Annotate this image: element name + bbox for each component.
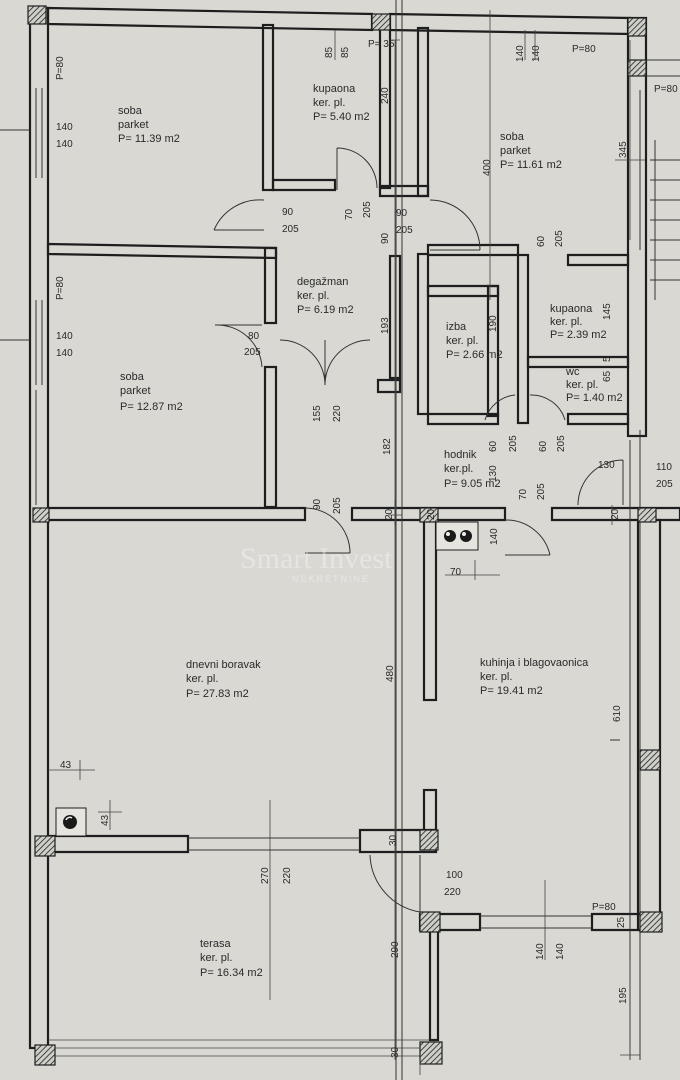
dimension-labels: P=80 140 140 P=80 140 140 85 85 P= 35 14… <box>55 39 678 1058</box>
dim-label: 190 <box>488 315 499 332</box>
stove <box>435 521 479 551</box>
dim-label: 155 <box>312 405 323 422</box>
dim-label: 43 <box>100 814 111 826</box>
dim-label: 20 <box>610 508 621 520</box>
room-label-dnevni: dnevni boravak ker. pl. P= 27.83 m2 <box>186 659 264 700</box>
room-label-kuhinja: kuhinja i blagovaonica ker. pl. P= 19.41… <box>480 657 591 697</box>
room-label-degazman: degažman ker. pl. P= 6.19 m2 <box>297 276 354 316</box>
dim-label: 110 <box>656 462 672 473</box>
dim-label: 205 <box>282 224 299 235</box>
watermark-main: Smart Invest <box>240 542 393 575</box>
dim-label: 205 <box>244 347 261 358</box>
dim-label: 5 <box>602 356 613 362</box>
dim-label: 25 <box>616 916 627 928</box>
room-label-soba3: soba parket P= 12.87 m2 <box>120 371 183 413</box>
room-label-soba2: soba parket P= 11.61 m2 <box>500 131 562 171</box>
dim-label: 130 <box>488 465 499 482</box>
dim-label: 610 <box>612 705 623 722</box>
dim-label: 90 <box>312 498 323 510</box>
dim-label: 205 <box>536 483 547 500</box>
room-label-soba1: soba parket P= 11.39 m2 <box>118 105 180 145</box>
dim-label: 100 <box>446 870 463 881</box>
dim-label: 30 <box>388 834 399 846</box>
dim-label: 182 <box>382 438 393 455</box>
dim-label: 140 <box>56 348 73 359</box>
fireplace <box>55 807 87 837</box>
walls <box>28 6 680 1057</box>
dim-label: 70 <box>344 208 355 220</box>
dim-label: P=80 <box>572 44 596 55</box>
dim-label: 140 <box>531 45 542 62</box>
dim-label: 90 <box>396 208 408 219</box>
dim-label: 240 <box>380 87 391 104</box>
dim-label: 205 <box>508 435 519 452</box>
room-label-izba: izba ker. pl. P= 2.66 m2 <box>446 321 503 361</box>
dim-label: 30 <box>390 1046 401 1058</box>
room-label-wc: wc ker. pl. P= 1.40 m2 <box>565 366 623 404</box>
dim-label: 80 <box>248 331 260 342</box>
dim-label: 270 <box>260 867 271 884</box>
dim-label: 140 <box>555 943 566 960</box>
dim-label: 205 <box>396 225 413 236</box>
dim-label: P=80 <box>592 902 616 913</box>
room-label-terasa: terasa ker. pl. P= 16.34 m2 <box>200 938 263 979</box>
dim-label: 205 <box>656 479 673 490</box>
dim-label: 140 <box>56 331 73 342</box>
dim-label: 205 <box>362 201 373 218</box>
dim-label: 345 <box>618 141 629 158</box>
dim-label: 140 <box>489 528 500 545</box>
dim-label: 90 <box>282 207 294 218</box>
doors <box>213 147 624 913</box>
room-label-kupaona1: kupaona ker. pl. P= 5.40 m2 <box>313 83 370 123</box>
dim-label: 60 <box>488 440 499 452</box>
dim-label: 220 <box>444 887 461 898</box>
dim-label: 70 <box>518 488 529 500</box>
dim-label: 205 <box>332 497 343 514</box>
dim-label: 130 <box>598 460 615 471</box>
dim-label: 205 <box>554 230 565 247</box>
dim-label: 65 <box>602 370 613 382</box>
dimension-lines <box>48 10 645 1075</box>
columns <box>27 5 663 1066</box>
dim-label: 140 <box>515 45 526 62</box>
dim-label: 140 <box>56 122 73 133</box>
dim-label: P=80 <box>55 276 66 300</box>
dim-label: 145 <box>602 303 613 320</box>
dim-label: 140 <box>56 139 73 150</box>
dim-label: 193 <box>380 317 391 334</box>
dim-label: 20 <box>384 508 395 520</box>
dim-label: 20 <box>426 508 437 520</box>
dim-label: 220 <box>332 405 343 422</box>
dim-label: 90 <box>380 232 391 244</box>
dim-label: 480 <box>385 665 396 682</box>
dim-label: 43 <box>60 760 72 771</box>
dim-label: P=80 <box>55 56 66 80</box>
dim-label: 85 <box>324 46 335 58</box>
dim-label: 60 <box>536 235 547 247</box>
watermark: Smart Invest NEKRETNINE <box>240 542 393 584</box>
room-labels: soba parket P= 11.39 m2 kupaona ker. pl.… <box>118 83 623 979</box>
dim-label: 220 <box>282 867 293 884</box>
dim-label: P=80 <box>654 84 678 95</box>
dim-label: 400 <box>482 159 493 176</box>
dim-label: 60 <box>538 440 549 452</box>
dim-label: 195 <box>618 987 629 1004</box>
dim-label: 290 <box>390 941 401 958</box>
dim-label: 70 <box>450 567 462 578</box>
watermark-sub: NEKRETNINE <box>292 574 370 584</box>
dim-label: 85 <box>340 46 351 58</box>
dim-label: P= 35 <box>368 39 395 50</box>
dim-label: 140 <box>535 943 546 960</box>
room-label-hodnik: hodnik ker.pl. P= 9.05 m2 <box>444 449 501 490</box>
room-label-kupaona2: kupaona ker. pl. P= 2.39 m2 <box>550 303 607 341</box>
dim-label: 205 <box>556 435 567 452</box>
